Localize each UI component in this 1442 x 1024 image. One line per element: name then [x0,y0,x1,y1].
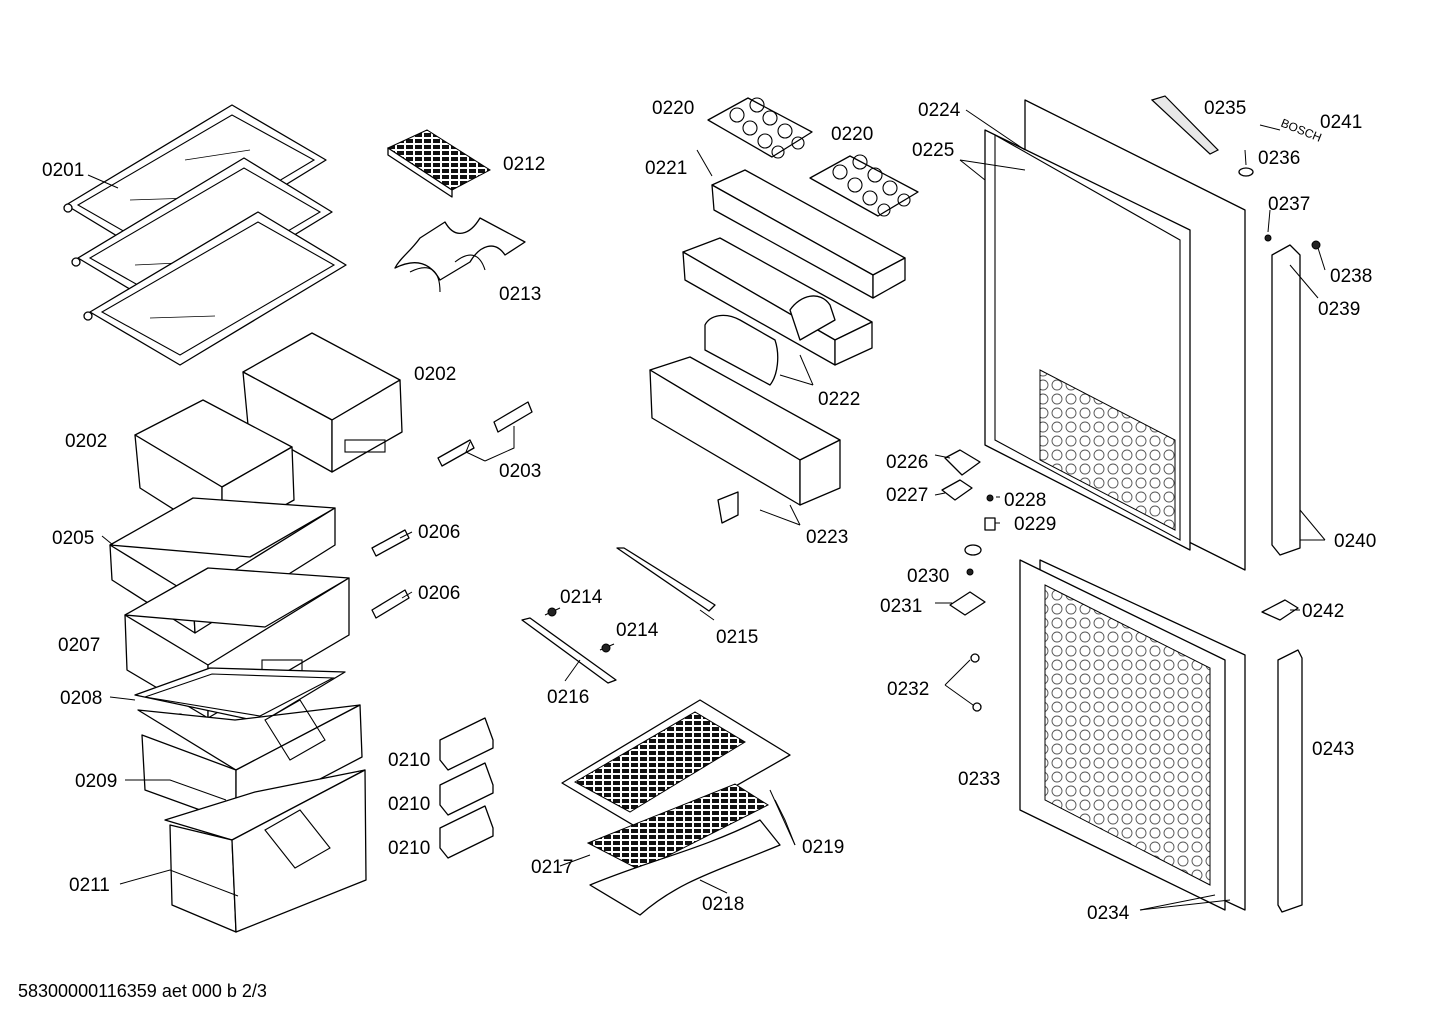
label-0240: 0240 [1334,531,1376,552]
screw-0232 [970,653,982,712]
label-0224: 0224 [918,100,961,121]
label-0231: 0231 [880,596,922,617]
label-0205: 0205 [52,528,94,549]
label-0214: 0214 [560,587,603,608]
label-0227: 0227 [886,485,928,506]
label-0223: 0223 [806,527,848,548]
container-0202-right [242,332,403,473]
clip-0203 [437,401,533,467]
egg-holder-0220 [707,97,919,217]
label-0201: 0201 [42,160,84,181]
label-0206: 0206 [418,522,460,543]
label-0210: 0210 [388,750,430,771]
label-0202: 0202 [414,364,456,385]
screw-0238 [1311,240,1321,250]
label-0210: 0210 [388,838,430,859]
rail-0215 [616,547,716,612]
label-0234: 0234 [1087,903,1130,924]
hinge-bar-0240 [1271,244,1301,556]
door-shelf-0222 [682,237,873,386]
label-0221: 0221 [645,158,687,179]
label-0226: 0226 [886,452,928,473]
label-0238: 0238 [1330,266,1372,287]
label-0236: 0236 [1258,148,1300,169]
brand-badge-0241: BOSCH [1279,116,1324,145]
drawer-0211 [164,769,367,933]
screw-0237 [1264,234,1272,242]
label-0216: 0216 [547,687,589,708]
cap-0236 [1238,167,1254,177]
label-0213: 0213 [499,284,541,305]
screw-0214 [544,607,615,653]
label-0220: 0220 [652,98,694,119]
mat-0218 [589,819,781,916]
label-0217: 0217 [531,857,573,878]
part-labels: 0201 0202 0202 0203 0205 0206 0206 0207 … [42,98,1376,924]
ice-tray-0212 [386,129,491,198]
label-0220: 0220 [831,124,873,145]
label-0210: 0210 [388,794,430,815]
label-0225: 0225 [912,140,954,161]
label-0230: 0230 [907,566,949,587]
glass-shelf-0201 [63,104,347,366]
label-0202: 0202 [65,431,107,452]
lower-door-0233 [1019,559,1246,911]
label-0219: 0219 [802,837,844,858]
shelf-0219 [561,699,791,871]
label-0239: 0239 [1318,299,1360,320]
label-0241: 0241 [1320,112,1362,133]
upper-door-0224 [984,99,1246,571]
label-0212: 0212 [503,154,545,175]
label-0235: 0235 [1204,98,1246,119]
hinge-parts [941,449,996,616]
label-0206: 0206 [418,583,460,604]
label-0208: 0208 [60,688,102,709]
label-0215: 0215 [716,627,758,648]
bottle-rack-0213 [394,217,526,293]
handle-cover-0235 [1150,95,1220,155]
cover-0210 [439,717,494,859]
label-0203: 0203 [499,461,541,482]
bottle-shelf-0223 [649,356,841,524]
label-0211: 0211 [69,875,110,896]
label-0214: 0214 [616,620,659,641]
label-0209: 0209 [75,771,117,792]
label-0237: 0237 [1268,194,1310,215]
strip-0206 [371,529,410,619]
label-0222: 0222 [818,389,860,410]
brand-text: BOSCH [1279,116,1324,145]
label-0229: 0229 [1014,514,1056,535]
rail-0216 [521,617,617,684]
clip-0242 [1261,599,1299,621]
label-0232: 0232 [887,679,929,700]
label-0228: 0228 [1004,490,1046,511]
label-0207: 0207 [58,635,100,656]
hinge-bar-0243 [1277,649,1303,913]
label-0242: 0242 [1302,601,1344,622]
leader-lines [87,109,1326,911]
label-0218: 0218 [702,894,744,915]
door-shelf-0221 [711,169,906,299]
label-0233: 0233 [958,769,1000,790]
label-0243: 0243 [1312,739,1354,760]
document-code: 58300000116359 aet 000 b 2/3 [18,981,267,1001]
